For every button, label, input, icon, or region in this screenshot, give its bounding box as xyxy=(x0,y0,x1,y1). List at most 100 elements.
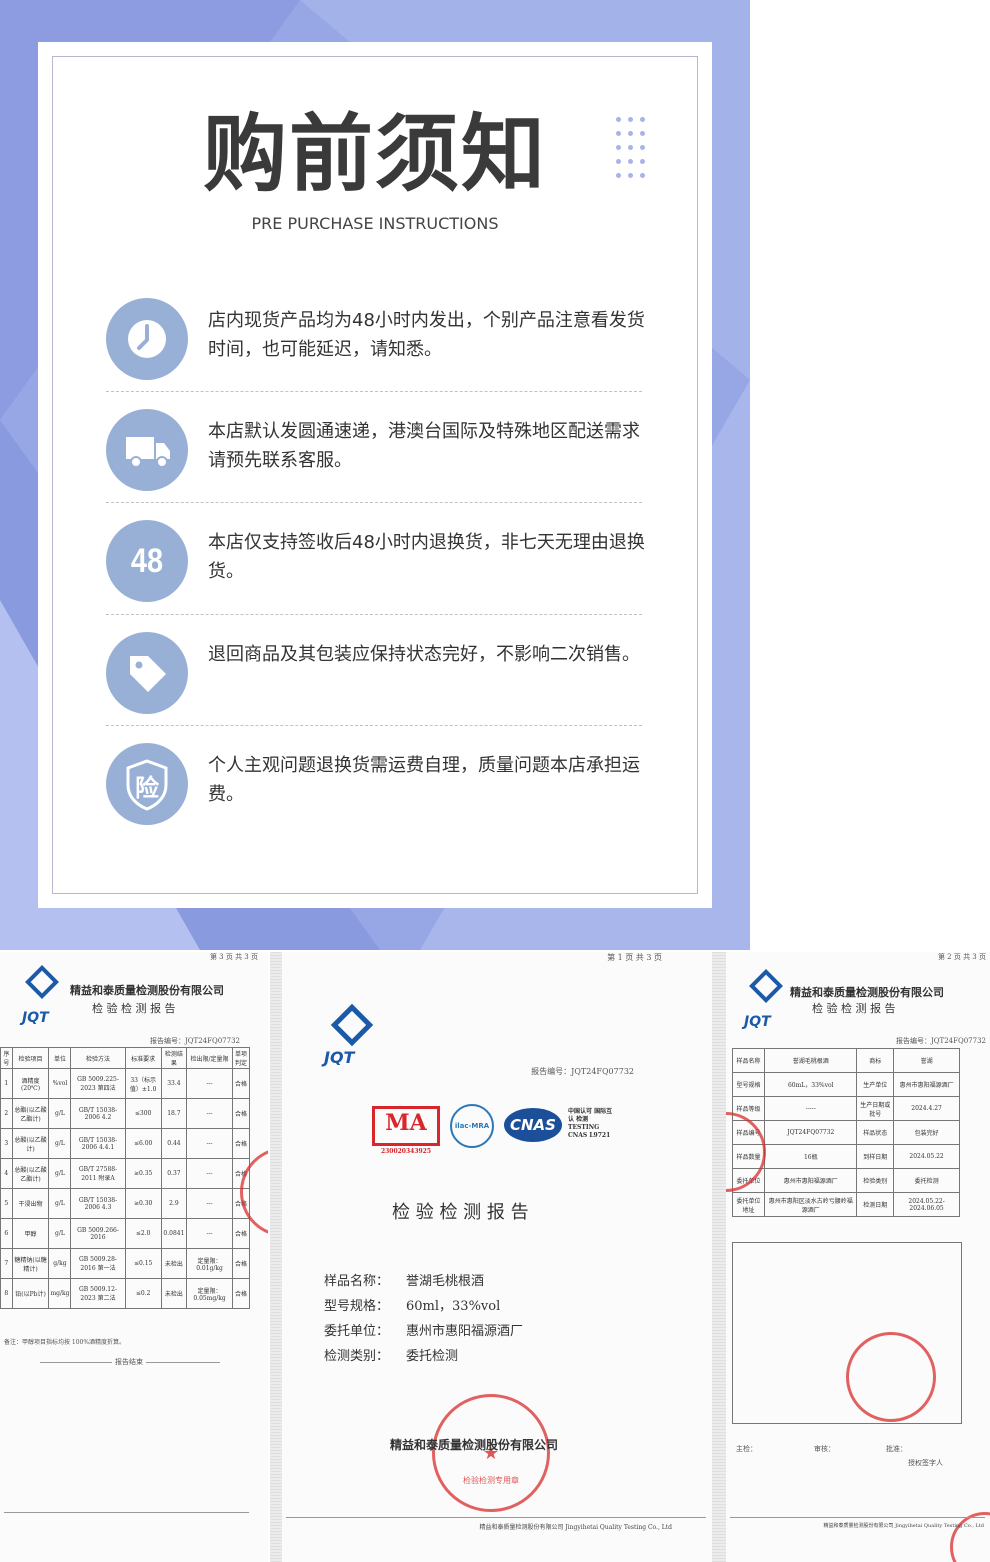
authorized-signatory: 授权签字人 xyxy=(908,1459,943,1467)
table-cell: 合格 xyxy=(232,1128,250,1159)
insurance-icon-label: 险 xyxy=(135,774,159,802)
report-title: 检 验 检 测 报 告 xyxy=(92,1002,176,1015)
red-seal-stamp: ★ 检验检测专用章 xyxy=(432,1394,550,1512)
table-cell: g/L xyxy=(48,1128,72,1159)
table-row: 样品名称誉湖毛桃根酒商标誉湖 xyxy=(731,1048,960,1073)
field-label-sample-name: 样品名称： xyxy=(324,1274,390,1289)
table-cell: 商标 xyxy=(856,1048,895,1073)
jqt-logo-mark xyxy=(330,1003,374,1047)
ilac-mra-logo: ilac-MRA xyxy=(450,1104,494,1148)
page-number: 第 1 页 共 3 页 xyxy=(607,953,662,962)
field-value-client: 惠州市惠阳福源酒厂 xyxy=(406,1324,524,1339)
table-cell: 0.44 xyxy=(160,1128,188,1159)
table-cell: 7 xyxy=(0,1248,13,1279)
scan-edge xyxy=(270,952,282,1562)
table-cell: GB 5009.225-2023 第四法 xyxy=(70,1068,126,1099)
table-cell: ≤0.15 xyxy=(124,1248,162,1279)
decorative-dots xyxy=(616,117,646,181)
table-cell: 合格 xyxy=(232,1098,250,1129)
table-cell: ≥0.30 xyxy=(124,1188,162,1219)
sign-label-reviewer: 审核： xyxy=(814,1445,835,1453)
notice-item-courier: 本店默认发圆通速递，港澳台国际及特殊地区配送需求请预先联系客服。 xyxy=(106,399,640,499)
table-cell: mg/kg xyxy=(48,1278,72,1309)
table-cell: GB 5009.12-2023 第二法 xyxy=(70,1278,126,1309)
company-name: 精益和泰质量检测股份有限公司 xyxy=(390,1438,559,1452)
table-cell: ≤0.2 xyxy=(124,1278,162,1309)
48-icon: 48 xyxy=(106,520,188,602)
tag-icon xyxy=(106,632,188,714)
table-cell: 惠州市惠阳区淡水古岭亏腰岭福源酒厂 xyxy=(764,1192,858,1217)
table-cell: 总酯(以乙酸乙酯计) xyxy=(11,1098,50,1129)
jqt-logo-mark xyxy=(749,969,783,1003)
table-header: 检验方法 xyxy=(70,1047,126,1069)
table-cell: 未检出 xyxy=(160,1248,188,1279)
report-number: 报告编号：JQT24FQ07732 xyxy=(150,1037,240,1045)
table-cell: 6 xyxy=(0,1218,13,1249)
table-cell: g/L xyxy=(48,1218,72,1249)
table-header: 检测结果 xyxy=(160,1047,188,1069)
report-number: 报告编号：JQT24FQ07732 xyxy=(896,1037,986,1045)
company-name: 精益和泰质量检测股份有限公司 xyxy=(790,986,944,999)
field-label-client: 委托单位： xyxy=(324,1324,390,1339)
table-cell: 样品名称 xyxy=(731,1048,766,1073)
table-cell: --- xyxy=(186,1128,234,1159)
notice-text: 本店默认发圆通速递，港澳台国际及特殊地区配送需求请预先联系客服。 xyxy=(208,421,640,471)
table-cell: 总酸(以乙酸计) xyxy=(11,1128,50,1159)
table-cell: 2024.4.27 xyxy=(893,1096,960,1121)
table-cell: GB 5009.28-2016 第一法 xyxy=(70,1248,126,1279)
report-page-2: 第 2 页 共 3 页 JQT 精益和泰质量检测股份有限公司 检 验 检 测 报… xyxy=(726,952,990,1562)
table-cell: 酒精度(20℃) xyxy=(11,1068,50,1099)
table-cell: GB/T 27588-2011 附录A xyxy=(70,1158,126,1189)
table-cell: 总酸(以乙酸乙酯计) xyxy=(11,1158,50,1189)
table-cell: ----- xyxy=(764,1096,858,1121)
table-header: 检验项目 xyxy=(11,1047,50,1069)
table-cell: 委托检测 xyxy=(893,1168,960,1193)
table-cell: 合格 xyxy=(232,1248,250,1279)
report-title: 检 验 检 测 报 告 xyxy=(392,1202,529,1223)
jqt-logo-text: JQT xyxy=(744,1014,771,1030)
notice-item-shipping-time: 店内现货产品均为48小时内发出，个别产品注意看发货时间，也可能延迟，请知悉。 xyxy=(106,288,645,388)
page-footer: 精益和泰质量检测股份有限公司 Jingyihetai Quality Testi… xyxy=(823,1523,984,1529)
notice-text: 本店仅支持签收后48小时内退换货，非七天无理由退换货。 xyxy=(208,532,645,582)
table-cell: 8 xyxy=(0,1278,13,1309)
table-cell: 惠州市惠阳福源酒厂 xyxy=(893,1072,960,1097)
table-cell: 包装完好 xyxy=(893,1120,960,1145)
table-cell: 33（标示值）±1.0 xyxy=(124,1068,162,1099)
table-cell: GB 5009.266-2016 xyxy=(70,1218,126,1249)
cnas-note: 中国认可 国际互认 检测 TESTING CNAS L9721 xyxy=(568,1108,613,1139)
table-cell: 生产单位 xyxy=(856,1072,895,1097)
table-cell: 3 xyxy=(0,1128,13,1159)
table-cell: 合格 xyxy=(232,1068,250,1099)
table-header: 标准要求 xyxy=(124,1047,162,1069)
table-row: 委托单位惠州市惠阳福源酒厂检验类别委托检测 xyxy=(731,1168,960,1193)
page-subtitle: PRE PURCHASE INSTRUCTIONS xyxy=(251,214,499,233)
table-cell: 合格 xyxy=(232,1278,250,1309)
table-cell: 2.9 xyxy=(160,1188,188,1219)
page-number: 第 2 页 共 3 页 xyxy=(937,953,986,961)
table-cell: 4 xyxy=(0,1158,13,1189)
table-header: 检出限/定量限 xyxy=(186,1047,234,1069)
notice-text: 退回商品及其包装应保持状态完好，不影响二次销售。 xyxy=(208,644,640,665)
field-value-test-type: 委托检测 xyxy=(406,1349,459,1364)
table-cell: 5 xyxy=(0,1188,13,1219)
table-cell: 2 xyxy=(0,1098,13,1129)
test-basis-box xyxy=(732,1242,962,1424)
sign-label-inspector: 主检： xyxy=(736,1445,757,1453)
seal-text: 检验检测专用章 xyxy=(463,1476,519,1485)
test-results-table: 序号 检验项目 单位 检验方法 标准要求 检测结果 检出限/定量限 单项判定 1… xyxy=(0,1047,250,1309)
table-cell: 干浸出物 xyxy=(11,1188,50,1219)
company-name: 精益和泰质量检测股份有限公司 xyxy=(70,984,224,997)
table-cell: 型号规格 xyxy=(731,1072,766,1097)
table-cell: ≥0.35 xyxy=(124,1158,162,1189)
divider xyxy=(106,391,642,392)
red-seal-stamp xyxy=(846,1332,936,1422)
table-cell: g/L xyxy=(48,1188,72,1219)
table-cell: --- xyxy=(186,1218,234,1249)
